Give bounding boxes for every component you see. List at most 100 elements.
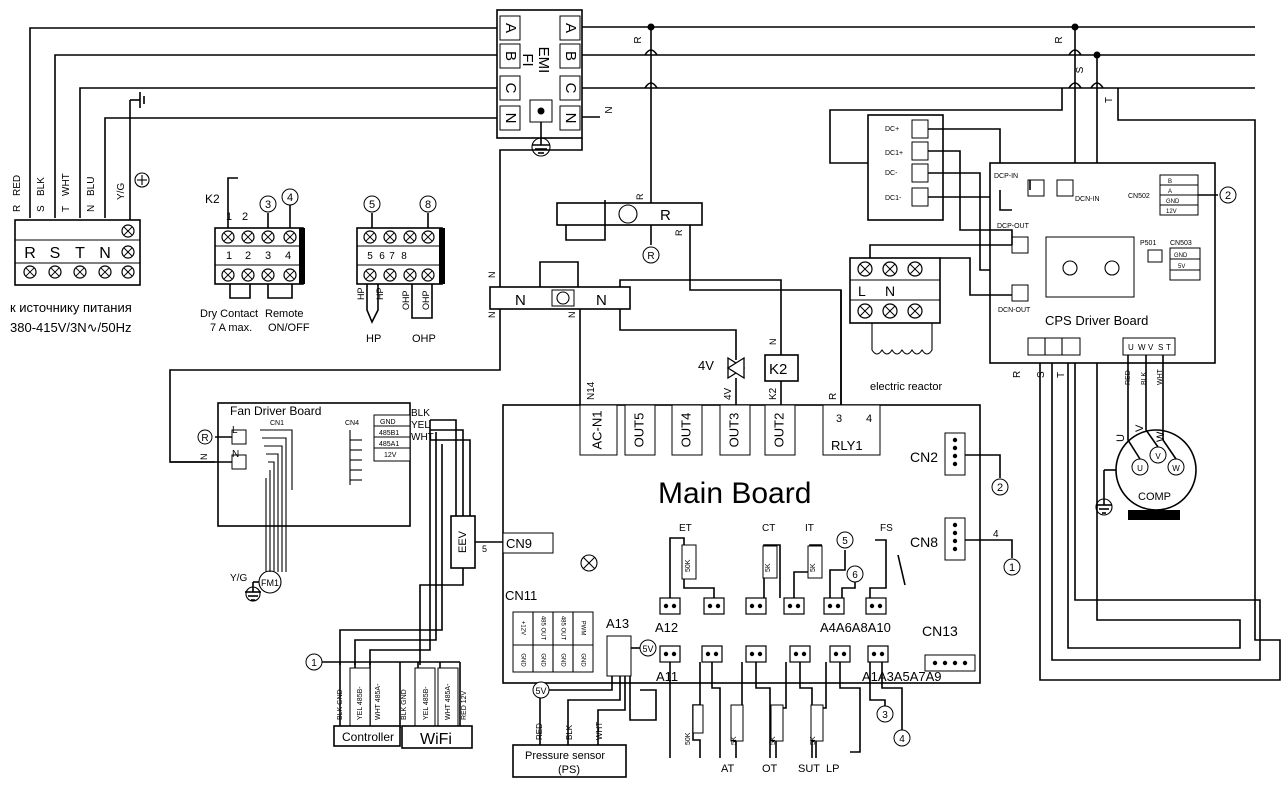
- res-et: 50K: [685, 559, 692, 572]
- dc1-minus: DC1-: [885, 195, 902, 202]
- cps-dcn-in: DCN-IN: [1075, 196, 1100, 203]
- cps-cn502-a: A: [1168, 189, 1172, 195]
- res-sut: 5K: [770, 736, 777, 745]
- sensor-connector: [701, 645, 723, 663]
- wifi-wire-blk-gnd: BLK GND: [401, 689, 408, 720]
- ps-wire-wht: WHT: [595, 722, 604, 740]
- connector-pin: [707, 603, 713, 609]
- fan-yg-label: Y/G: [230, 573, 247, 584]
- power-wire-n-phase: N: [86, 205, 97, 212]
- dry-pin-4b: 4: [285, 250, 291, 262]
- connector-pin: [713, 651, 719, 657]
- sensor-connector: [829, 645, 851, 663]
- sensor-connector: [745, 597, 767, 615]
- res-it: 5K: [810, 563, 817, 572]
- dry-pin-2: 2: [242, 211, 248, 223]
- conn-out4: OUT4: [678, 413, 693, 448]
- circle-3-bot: 3: [882, 710, 888, 721]
- cps-driver-board: [959, 162, 1237, 364]
- conn-ac-n1: AC-N1: [589, 410, 604, 449]
- connector-pin: [869, 603, 875, 609]
- cps-cn502: CN502: [1128, 193, 1150, 200]
- rly-pin-4: 4: [866, 413, 872, 425]
- connector-pin: [932, 660, 938, 666]
- cps-cn502-12v: 12V: [1166, 209, 1177, 215]
- a13-connector: [532, 635, 657, 745]
- comp-v-wire: V: [1134, 424, 1146, 432]
- power-term-t: T: [75, 245, 85, 262]
- fan-board-title: Fan Driver Board: [230, 404, 321, 418]
- ps-label-1: Pressure sensor: [525, 750, 605, 762]
- power-wire-s-color: BLK: [36, 177, 47, 196]
- cn13-label: CN13: [922, 623, 958, 639]
- sensor-ct: CT: [762, 523, 775, 534]
- power-terminals: R S T N: [24, 245, 111, 262]
- a-top-label: A4A6A8A10: [820, 620, 891, 635]
- cps-dcp-in: DCP-IN: [994, 173, 1018, 180]
- fan-l-label: L: [232, 425, 238, 436]
- dc-minus: DC-: [885, 170, 898, 177]
- emi-labels: A B C N A B C N EMI FI: [502, 23, 579, 123]
- emi-right-term-1: B: [562, 51, 579, 61]
- cps-cn503-gnd: GND: [1174, 253, 1188, 259]
- dry-pin-1b: 1: [226, 250, 232, 262]
- hp-wire-label-a: HP: [356, 287, 366, 300]
- cps-cn503: CN503: [1170, 240, 1192, 247]
- cn11-pin-3: PWM: [579, 621, 585, 636]
- cps-uvw-u: U: [1128, 343, 1134, 352]
- cps-cn503-5v: 5V: [1178, 264, 1185, 270]
- sensor-connector: [783, 597, 805, 615]
- sensor-connector: [823, 597, 845, 615]
- connector-pin: [952, 530, 958, 536]
- cn8-label: CN8: [910, 534, 938, 550]
- emi-left-term-3: N: [502, 113, 519, 124]
- sensors-top: [669, 531, 906, 598]
- conn-out2: OUT2: [771, 413, 786, 448]
- remote-label-2: ON/OFF: [268, 322, 310, 334]
- cn11-gnd-0: GND: [519, 653, 525, 667]
- connector-pin: [795, 603, 801, 609]
- circle-1-ctrl: 1: [311, 658, 317, 669]
- four-way-valve-icon: [726, 356, 746, 405]
- sensor-connector: [867, 645, 889, 663]
- conn-out3: OUT3: [726, 413, 741, 448]
- connector-pin: [705, 651, 711, 657]
- n-rail-wire-4: N: [768, 339, 778, 346]
- conn-out5: OUT5: [631, 413, 646, 448]
- four-v-label: 4V: [698, 358, 714, 373]
- cn11-pin-labels: +12V 485 OUT 485 OUT PWM GND GND GND GND: [519, 616, 585, 668]
- cps-p501: P501: [1140, 240, 1156, 247]
- circle-1-cn8: 1: [1009, 562, 1015, 574]
- fan-cn1: CN1: [270, 420, 284, 427]
- hp-wire-label-b: HP: [375, 287, 385, 300]
- sensor-connector: [659, 597, 681, 615]
- ps-wire-red: RED: [535, 723, 544, 740]
- cps-rst-s: S: [1036, 371, 1047, 378]
- comp-v: V: [1155, 452, 1161, 461]
- connector-pin: [663, 603, 669, 609]
- pressure-sensor: [512, 744, 627, 778]
- emi-right-term-0: A: [562, 23, 579, 33]
- fan-n-wire: N: [199, 454, 209, 461]
- dry-pin-3b: 3: [265, 250, 271, 262]
- n-rail-wire-3: N: [567, 312, 577, 319]
- rail-r-circle: R: [647, 251, 654, 262]
- connector-pin: [952, 660, 958, 666]
- cps-blk: BLK: [1141, 371, 1148, 385]
- hp-pin-5: 5: [367, 251, 373, 262]
- ps-wire-blk: BLK: [565, 724, 574, 740]
- cn11-gnd-3: GND: [579, 653, 585, 667]
- wifi-wire-red: RED 12V: [461, 690, 468, 720]
- hp-pin-6: 6: [379, 251, 385, 262]
- power-wire-r-color: RED: [12, 175, 23, 196]
- fi-label: FI: [519, 53, 536, 66]
- cps-wht: WHT: [1157, 368, 1164, 385]
- hp-pin-7: 7: [389, 251, 395, 262]
- sensor-connector: [659, 645, 681, 663]
- dry-pin-2b: 2: [245, 250, 251, 262]
- eev-label: EEV: [457, 530, 469, 553]
- connector-pin: [871, 651, 877, 657]
- main-top-connectors: AC-N1 OUT5 OUT4 OUT3 OUT2 RLY1 3 4 N14 4…: [586, 381, 872, 453]
